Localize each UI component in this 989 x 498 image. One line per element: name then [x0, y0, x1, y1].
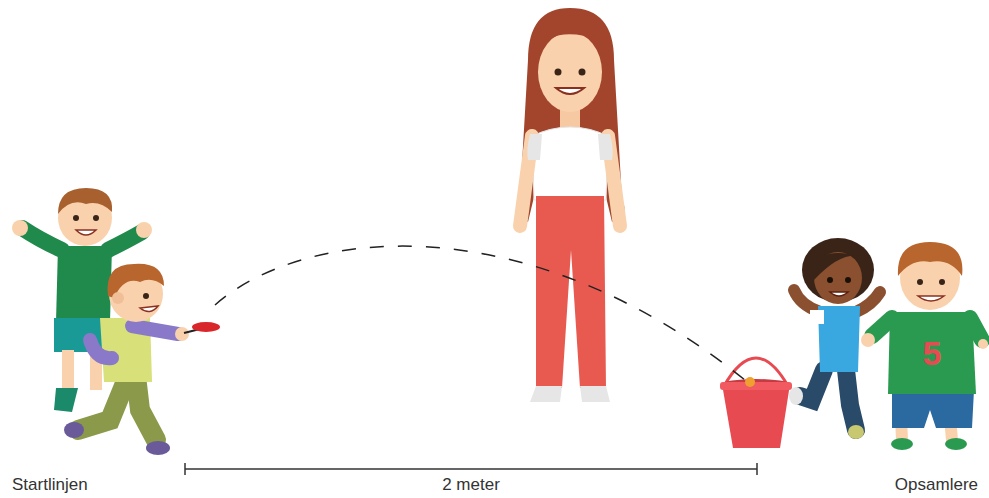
child-figure-part — [812, 253, 860, 280]
bucket-part — [720, 382, 792, 390]
child-figure-part — [827, 277, 833, 283]
child-figure-part — [846, 370, 856, 430]
child-figure-part — [22, 228, 62, 250]
child-figure — [861, 242, 988, 450]
child-figure-part — [90, 340, 112, 358]
teacher-figure-part — [530, 386, 562, 402]
child-figure-part — [175, 327, 189, 341]
teacher-figure-part — [556, 88, 584, 94]
child-figure-part — [810, 310, 824, 324]
bucket-part — [745, 377, 755, 387]
child-figure-part — [132, 326, 178, 334]
start-label: Startlinjen — [12, 476, 88, 495]
child-figure-part — [143, 293, 149, 299]
teacher-figure-part — [536, 196, 606, 388]
child-figure-part — [917, 279, 923, 285]
trajectory — [215, 246, 745, 380]
child-figure-part — [888, 312, 976, 394]
dimension-line-part — [184, 463, 186, 475]
child-figure-part — [78, 376, 128, 430]
jersey-number: 5 — [923, 335, 942, 372]
teacher-figure-part — [555, 69, 562, 76]
child-figure-part — [146, 441, 170, 455]
teacher-figure-part — [580, 386, 610, 402]
dimension-label: 2 meter — [442, 476, 500, 495]
dimension-line-part — [185, 468, 757, 470]
child-figure-part — [76, 230, 96, 235]
child-figure-part — [845, 277, 851, 283]
child-figure-part — [872, 318, 892, 336]
child-figure-part — [818, 306, 860, 372]
child-figure-part — [898, 242, 963, 276]
child-figure-part — [970, 318, 982, 340]
teacher-figure-part — [598, 134, 613, 160]
dimension-line — [185, 463, 757, 475]
child-figure — [64, 264, 220, 455]
bucket — [720, 358, 792, 448]
child-figure-part — [58, 188, 112, 214]
dimension-line-part — [756, 463, 758, 475]
child-figure-part — [108, 232, 142, 250]
child-figure-part — [978, 339, 988, 349]
child-figure-part — [73, 215, 79, 221]
teacher-figure-part — [538, 32, 602, 112]
collector-label: Opsamlere — [895, 476, 978, 495]
child-figure-part — [140, 306, 158, 312]
teacher-figure-part — [538, 20, 600, 52]
child-figure — [789, 238, 880, 439]
child-figure-part — [62, 350, 74, 390]
child-figure-part — [64, 422, 84, 438]
child-figure-part — [830, 292, 848, 296]
child-figure-part — [54, 388, 78, 412]
child-figure-part — [892, 390, 974, 428]
child-figure-part — [93, 215, 99, 221]
child-figure-part — [136, 376, 156, 440]
child-figure-part — [939, 279, 945, 285]
child-figure-part — [56, 246, 112, 322]
child-figure-part — [800, 370, 824, 400]
teacher-figure-part — [527, 134, 542, 160]
child-figure-part — [848, 425, 864, 439]
teacher-figure — [517, 8, 624, 402]
child-figure-part — [136, 222, 152, 238]
child-figure-part — [891, 438, 913, 450]
child-figure-part — [789, 387, 803, 405]
child-figure-part — [12, 220, 28, 236]
child-figure-part — [918, 296, 944, 301]
teacher-figure-part — [532, 127, 608, 200]
child-figure-part — [945, 438, 967, 450]
bucket-part — [722, 384, 790, 448]
child-figure-part — [112, 292, 124, 304]
child-figure-part — [861, 333, 875, 347]
teacher-figure-part — [579, 69, 586, 76]
child-figure-part — [192, 322, 220, 332]
